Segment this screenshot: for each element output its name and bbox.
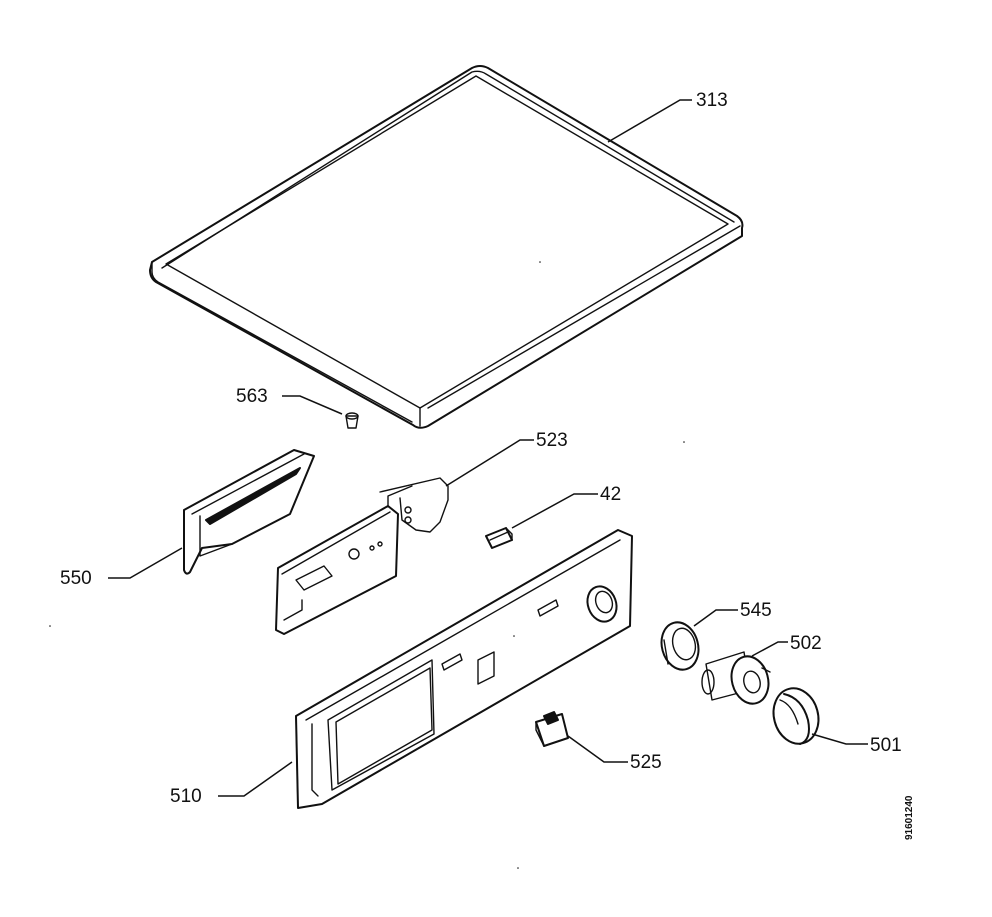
spindle-part <box>701 651 771 705</box>
lid-part <box>149 65 744 429</box>
clip-leader <box>511 493 598 529</box>
knob-callout: 501 <box>811 733 902 756</box>
dispenser-handle-part <box>183 449 315 575</box>
bracket-label: 523 <box>536 430 568 451</box>
control-panel-leader <box>218 761 293 797</box>
knob-label: 501 <box>870 735 902 756</box>
clip-callout: 42 <box>511 484 621 529</box>
switch-part <box>535 711 569 747</box>
lid-label: 313 <box>696 90 728 111</box>
stray-dot <box>517 867 519 869</box>
spindle-leader <box>751 641 788 657</box>
clip-label: 42 <box>600 484 621 505</box>
lid-callout: 313 <box>607 90 728 143</box>
dispenser-handle-label: 550 <box>60 568 92 589</box>
knob-part <box>772 687 820 745</box>
bracket-part <box>275 477 449 635</box>
plug-callout: 563 <box>236 386 343 415</box>
bracket-leader <box>445 439 534 487</box>
bezel-leader <box>693 609 738 627</box>
control-panel-callout: 510 <box>170 761 293 807</box>
dispenser-handle-leader <box>108 547 183 579</box>
stray-dot <box>539 261 541 263</box>
switch-leader <box>567 735 628 763</box>
drawing-reference: 91601240 <box>904 795 915 840</box>
bezel-callout: 545 <box>693 600 772 627</box>
spindle-label: 502 <box>790 633 822 654</box>
spindle-callout: 502 <box>751 633 822 657</box>
dispenser-handle-callout: 550 <box>60 547 183 589</box>
bezel-part <box>660 621 700 671</box>
lid-leader <box>607 99 692 143</box>
stray-dot <box>49 625 51 627</box>
stray-dot <box>683 441 685 443</box>
plug-leader <box>282 395 343 415</box>
bezel-label: 545 <box>740 600 772 621</box>
plug-label: 563 <box>236 386 268 407</box>
knob-leader <box>811 733 868 745</box>
switch-label: 525 <box>630 752 662 773</box>
bracket-callout: 523 <box>445 430 568 487</box>
plug-part <box>345 412 359 429</box>
stray-dot <box>513 635 515 637</box>
clip-part <box>485 527 513 549</box>
control-panel-part <box>295 529 633 809</box>
control-panel-label: 510 <box>170 786 202 807</box>
switch-callout: 525 <box>567 735 662 773</box>
